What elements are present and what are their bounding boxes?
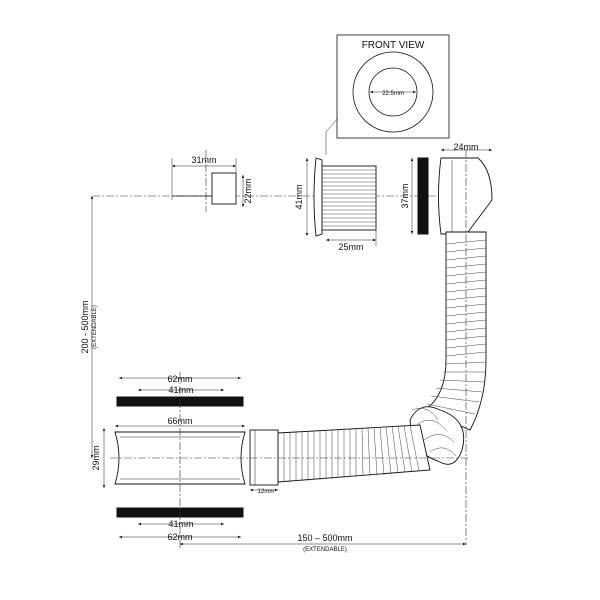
horizontal-flexible-hose <box>277 424 431 483</box>
front-view-outer-ring <box>352 51 434 133</box>
cap-width-label: 31mm <box>191 155 216 165</box>
washer-part: 37mm <box>400 157 429 235</box>
horizontal-range-dimension: 150 – 500mm (EXTENDABLE) <box>180 533 466 553</box>
cap-part: 31mm 22mm <box>171 155 253 207</box>
washer-body <box>417 157 429 235</box>
waste-body-part: 66mm 29mm <box>91 416 246 488</box>
elbow-width-label: 24mm <box>453 142 478 152</box>
front-view-inner-ring <box>368 67 418 117</box>
cap-body <box>211 172 237 205</box>
vertical-range-label: 200 - 500mm <box>80 300 90 353</box>
bend-fold-1 <box>411 408 439 421</box>
elbow-body <box>438 157 493 235</box>
bend-fold-3 <box>423 434 455 443</box>
nut-body <box>249 429 279 486</box>
vertical-flexible-hose <box>424 231 487 431</box>
inner-diameter-label: 22.5mm <box>382 91 404 97</box>
vertical-range-dimension: 200 - 500mm (EXTENDABLE) <box>80 196 98 458</box>
body-height-label: 29mm <box>91 445 101 470</box>
bend-fold-4 <box>429 447 457 457</box>
screw-length-label: 25mm <box>338 242 363 252</box>
bend-fold-2 <box>417 419 447 431</box>
screw-height-label: 41mm <box>294 184 304 209</box>
horizontal-range-note: (EXTENDABLE) <box>303 547 347 553</box>
nut-length-label: 12mm <box>258 489 275 495</box>
screw-flange <box>313 157 323 237</box>
front-view: FRONT VIEW 22.5mm <box>325 34 450 155</box>
front-view-frame <box>336 34 450 139</box>
screw-threads <box>322 169 376 227</box>
threaded-screw-part: 41mm 25mm <box>294 157 377 252</box>
horizontal-hose-outline <box>277 424 431 483</box>
front-view-title: FRONT VIEW <box>362 40 425 51</box>
vertical-range-note: (EXTENDABLE) <box>92 305 98 349</box>
cap-height-label: 22mm <box>243 178 253 203</box>
front-view-leader <box>325 117 339 133</box>
horizontal-range-label: 150 – 500mm <box>297 533 352 543</box>
nut-part: 12mm <box>249 429 279 495</box>
bottom-inner-label: 41mm <box>168 519 193 529</box>
elbow-outlet-part: 24mm <box>438 142 493 235</box>
horizontal-hose-ribs <box>283 424 420 482</box>
washer-height-label: 37mm <box>400 183 410 208</box>
top-inner-label: 41mm <box>168 385 193 395</box>
